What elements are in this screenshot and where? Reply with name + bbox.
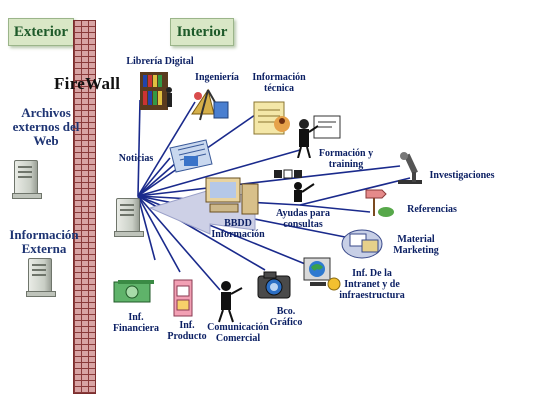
product-box-icon [173, 279, 193, 317]
technical-info-icon [253, 101, 290, 135]
producto-label: Inf. Producto [167, 320, 207, 342]
central-server-icon [114, 198, 144, 237]
ingenieria-label: Ingeniería [195, 72, 239, 83]
ayudas-label: Ayudas para consultas [276, 208, 330, 230]
zone-interior-label: Interior [170, 18, 234, 46]
firewall-wall [73, 20, 96, 394]
external-info-server-icon [26, 258, 56, 297]
financiera-label: Inf. Financiera [112, 312, 160, 334]
presenter-icon [218, 281, 243, 323]
referencias-label: Referencias [407, 204, 457, 215]
bbdd-label: BBDD Información [211, 218, 265, 240]
informacion-externa-label: Información Externa [9, 227, 79, 256]
newspaper-icon [169, 139, 213, 173]
comunicacion-label: Comunicación Comercial [207, 322, 269, 344]
intranet-label: Inf. De la Intranet y de infraestructura [339, 268, 405, 301]
external-files-server-icon [12, 160, 42, 199]
intranet-globe-icon [303, 257, 341, 291]
engineering-tools-icon [191, 88, 229, 121]
camera-icon [257, 271, 291, 299]
money-icon [113, 280, 154, 303]
marketing-material-icon [341, 229, 383, 259]
informacion-tecnica-label: Información técnica [252, 72, 306, 94]
material-marketing-label: Material Marketing [393, 234, 439, 256]
archivos-externos-label: Archivos externos del Web [12, 105, 80, 148]
zone-exterior-label: Exterior [8, 18, 74, 46]
microscope-icon [398, 152, 422, 184]
investigaciones-label: Investigaciones [429, 170, 495, 181]
firewall-title: FireWall [54, 74, 121, 93]
formacion-label: Formación y training [318, 148, 374, 170]
signpost-plant-icon [365, 189, 394, 217]
noticias-label: Noticias [118, 153, 154, 164]
trainer-whiteboard-icon [297, 115, 341, 158]
consultation-person-icon [274, 169, 315, 202]
database-computer-icon [205, 177, 259, 215]
grafico-label: Bco. Gráfico [269, 306, 303, 328]
bookshelf-icon [140, 72, 172, 110]
libreria-label: Librería Digital [126, 56, 194, 67]
